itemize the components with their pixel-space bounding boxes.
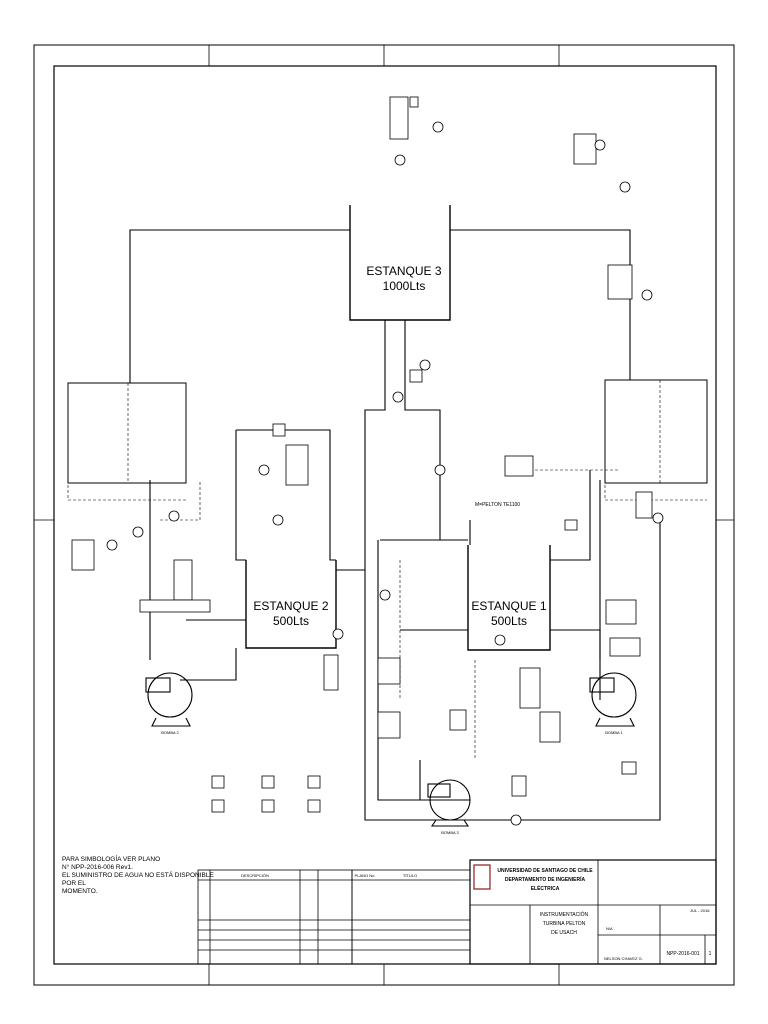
pump-1-symbol xyxy=(589,672,637,727)
project-line-3: DE USACH xyxy=(551,930,577,936)
department-name-2: ELÉCTRICA xyxy=(531,884,560,892)
university-name: UNIVERSIDAD DE SANTIAGO DE CHILE xyxy=(497,868,593,874)
pump-2-symbol xyxy=(145,672,193,727)
pump-2-label: BOMBA 2 xyxy=(161,730,179,735)
author-name: NELSON CHAVEZ G. xyxy=(604,956,643,961)
instrument-tags xyxy=(71,96,664,826)
tank-3-name: ESTANQUE 3 xyxy=(366,264,441,278)
sheet-number: 1 xyxy=(709,951,712,957)
tank-1: ESTANQUE 1 500Lts xyxy=(467,545,551,651)
pump-3-symbol xyxy=(427,779,471,827)
tank-1-name: ESTANQUE 1 xyxy=(471,599,546,613)
tank-2-capacity: 500Lts xyxy=(273,614,309,628)
zone-ticks xyxy=(34,45,734,985)
sheet-inner-border xyxy=(53,65,717,965)
department-name: DEPARTAMENTO DE INGENIERÍA xyxy=(505,875,586,883)
ref-header: PLANO No. xyxy=(355,873,376,878)
title-header: TÍTULO xyxy=(403,873,417,878)
tank-3: ESTANQUE 3 1000Lts xyxy=(349,205,451,321)
note-line-3: EL SUMINISTRO DE AGUA NO ESTÁ DISPONIBLE… xyxy=(62,872,214,887)
tank-1-capacity: 500Lts xyxy=(491,614,527,628)
note-line-1: PARA SIMBOLOGÍA VER PLANO xyxy=(62,856,161,863)
right-turbine-enclosure xyxy=(604,379,708,484)
pump-3-label: BOMBA 3 xyxy=(441,830,459,835)
university-logo xyxy=(473,864,491,890)
pump-1-label: BOMBA 1 xyxy=(605,730,623,735)
note-line-2: N° NPP-2016-006 Rev1. xyxy=(62,864,133,871)
scale-value: N/A xyxy=(606,926,613,931)
tank-2-name: ESTANQUE 2 xyxy=(253,599,328,613)
revision-header: DESCRIPCIÓN xyxy=(241,873,269,878)
tank-3-capacity: 1000Lts xyxy=(383,279,426,293)
symbology-note: PARA SIMBOLOGÍA VER PLANO N° NPP-2016-00… xyxy=(62,856,222,896)
project-line-2: TURBINA PELTON xyxy=(543,921,586,927)
turbine-tag: M=PELTON TE1100 xyxy=(475,502,520,508)
drawing-date: JUL - 2016 xyxy=(690,908,710,913)
left-turbine-enclosure xyxy=(67,382,187,484)
project-line-1: INSTRUMENTACIÓN xyxy=(540,911,589,918)
title-block xyxy=(197,859,717,965)
drawing-number: NPP-2016-001 xyxy=(666,951,699,957)
tank-2: ESTANQUE 2 500Lts xyxy=(245,560,337,649)
piping xyxy=(129,229,661,821)
note-line-4: MOMENTO. xyxy=(62,888,98,895)
